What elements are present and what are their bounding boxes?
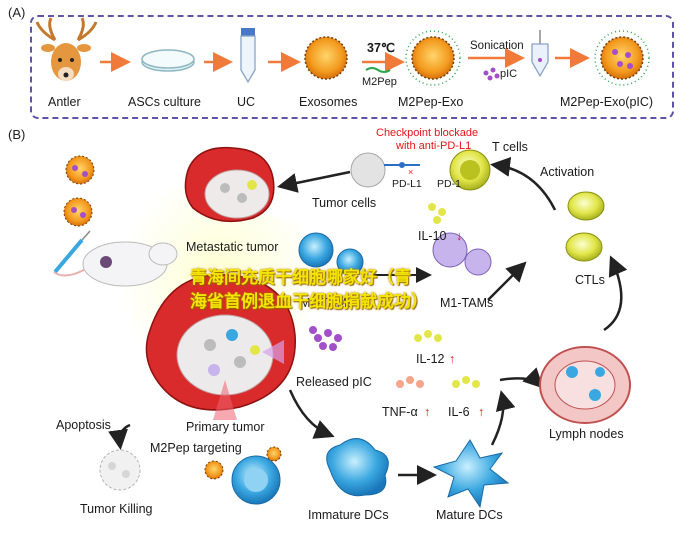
dendritic-cell-icon — [326, 438, 389, 497]
syringe-icon — [53, 230, 91, 274]
tumor-cells-label: Tumor cells — [312, 196, 377, 210]
t-cells-label: T cells — [492, 140, 528, 154]
exosome-icon — [63, 197, 93, 227]
step-m2pep-exo: M2Pep-Exo — [398, 95, 464, 109]
panel-a-tag: (A) — [8, 5, 26, 20]
mature-dcs-label: Mature DCs — [436, 508, 503, 522]
step-m2pep-exo-pic: M2Pep-Exo(pIC) — [560, 95, 654, 109]
m1-tams-label: M1-TAMs — [440, 296, 494, 310]
deer-icon — [35, 17, 98, 81]
watermark-overlay: 青海间充质干细胞哪家好（青 海省首例退血干细胞捐献成功） — [190, 266, 428, 314]
step-uc: UC — [237, 95, 256, 109]
step-exosomes: Exosomes — [299, 95, 358, 109]
panel-b-tag: (B) — [8, 127, 26, 142]
exosome-icon — [65, 155, 95, 185]
cytokine-dots — [414, 330, 442, 342]
panel-a-frame — [30, 15, 674, 119]
exosome-icon — [304, 36, 348, 80]
m2-tams-label: M2-TAMs — [300, 296, 354, 310]
il6-up-arrow: ↑ — [478, 405, 485, 419]
sonication-tube-icon — [531, 30, 549, 78]
m2pep-targeting-label: M2Pep targeting — [150, 441, 242, 455]
il6-label: IL-6 — [448, 405, 470, 419]
pic-dots — [483, 67, 500, 81]
dendritic-cell-icon — [432, 439, 510, 509]
tumor-killing-label: Tumor Killing — [80, 502, 153, 516]
il10-label: IL-10 — [418, 229, 447, 243]
ctl-icon — [565, 191, 605, 262]
tnf-label: TNF-α — [382, 405, 418, 419]
tumor-cell-icon — [350, 152, 386, 188]
primary-tumor-label: Primary tumor — [186, 420, 265, 434]
targeted-tumor-cell-icon — [204, 446, 282, 505]
il10-down-arrow: ↓ — [456, 229, 463, 243]
macrophage-icon — [432, 232, 492, 276]
pic-label: pIC — [500, 68, 518, 80]
released-pic-label: Released pIC — [296, 375, 372, 389]
immature-dcs-label: Immature DCs — [308, 508, 389, 522]
watermark-line2: 海省首例退血干细胞捐献成功） — [190, 292, 428, 311]
lymph-node-icon — [539, 346, 631, 424]
tnf-up-arrow: ↑ — [424, 405, 431, 419]
cytokine-dots — [428, 203, 446, 224]
svg-text:×: × — [408, 167, 413, 177]
checkpoint-line2: with anti-PD-L1 — [396, 140, 472, 152]
m2pep-exo-icon — [405, 30, 461, 86]
pd-1-label: PD-1 — [437, 178, 461, 190]
ctls-label: CTLs — [575, 273, 605, 287]
temperature-label: 37℃ — [367, 41, 395, 55]
watermark-line1: 青海间充质干细胞哪家好（青 — [190, 268, 411, 287]
mouse-icon — [53, 241, 178, 287]
macrophage-icon — [298, 232, 364, 276]
il12-label: IL-12 — [416, 352, 445, 366]
step-antler: Antler — [48, 95, 81, 109]
activation-label: Activation — [540, 165, 595, 179]
metastatic-tumor-label: Metastatic tumor — [186, 240, 279, 254]
il12-up-arrow: ↑ — [449, 352, 456, 366]
m2pep-label: M2Pep — [362, 76, 397, 88]
lymph-nodes-label: Lymph nodes — [549, 427, 624, 441]
pd-l1-label: PD-L1 — [392, 178, 422, 190]
step-ascs-culture: ASCs culture — [128, 95, 201, 109]
t-cell-icon — [449, 149, 491, 191]
tumor-icon — [184, 146, 275, 223]
cytokine-dots — [396, 376, 480, 388]
tumor-icon — [145, 273, 296, 411]
m2pep-exo-pic-icon — [594, 30, 650, 86]
pic-dots — [309, 326, 342, 351]
petri-dish-icon — [141, 49, 195, 72]
checkpoint-line1: Checkpoint blockade — [376, 127, 479, 139]
centrifuge-tube-icon — [240, 28, 256, 84]
sonication-label: Sonication — [470, 40, 524, 52]
dead-tumor-cell-icon — [99, 449, 141, 491]
apoptosis-label: Apoptosis — [56, 418, 111, 432]
